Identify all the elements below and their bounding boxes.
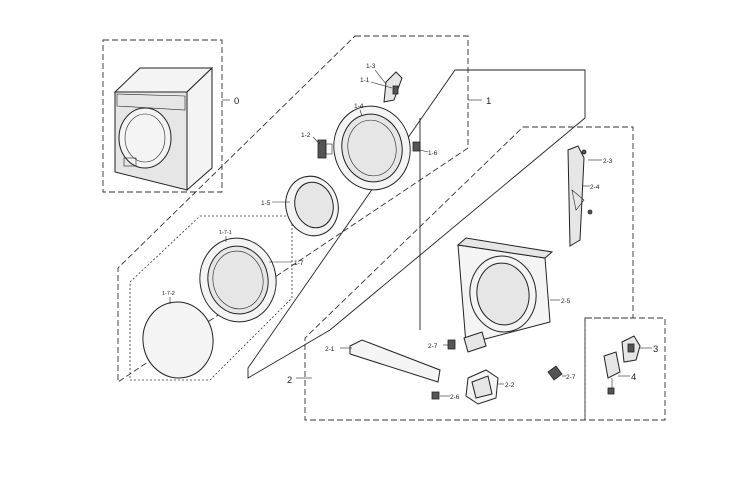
callout-1-3: 1-3 bbox=[366, 63, 376, 70]
door-lock-part-4 bbox=[603, 351, 621, 395]
callout-1-6: 1-6 bbox=[428, 150, 438, 157]
latch-part bbox=[383, 71, 403, 103]
callout-1-4: 1-4 bbox=[354, 103, 364, 110]
box-1 bbox=[117, 35, 469, 383]
bottom-trim bbox=[349, 339, 441, 383]
callout-2-6: 2-6 bbox=[450, 394, 460, 401]
leader-lines bbox=[169, 69, 652, 397]
door-frame-ring bbox=[333, 105, 411, 191]
callout-4: 4 bbox=[631, 372, 636, 383]
callout-1-2: 1-2 bbox=[301, 132, 311, 139]
door-outer-ring bbox=[199, 237, 277, 323]
callout-2-7-left: 2-7 bbox=[428, 343, 438, 350]
callout-1-7-1: 1-7-1 bbox=[219, 230, 232, 236]
door-glass bbox=[285, 175, 339, 237]
box-0 bbox=[102, 39, 223, 193]
door-glass-disc bbox=[142, 301, 214, 379]
callout-1-1: 1-1 bbox=[360, 77, 370, 84]
screw-2-3-bottom bbox=[587, 209, 593, 215]
callout-1: 1 bbox=[486, 96, 491, 107]
part-2-6 bbox=[431, 391, 440, 400]
part-2-7-left bbox=[447, 339, 456, 350]
callout-2-5: 2-5 bbox=[561, 298, 571, 305]
panel-latch bbox=[463, 331, 487, 353]
callout-2-4: 2-4 bbox=[590, 184, 600, 191]
door-lock-part-3 bbox=[621, 335, 641, 363]
box-2-dashed bbox=[304, 126, 634, 421]
callout-1-7: 1-7 bbox=[294, 260, 304, 267]
callout-1-7-2: 1-7-2 bbox=[162, 291, 175, 297]
callout-2-7-right: 2-7 bbox=[566, 374, 576, 381]
screw-2-3-top bbox=[581, 149, 587, 155]
callout-2-3: 2-3 bbox=[603, 158, 613, 165]
part-2-7-right bbox=[547, 365, 563, 381]
callout-0: 0 bbox=[234, 96, 239, 107]
box-3-4 bbox=[584, 317, 666, 421]
washer-unit bbox=[113, 66, 214, 192]
box-2-solid bbox=[247, 69, 586, 379]
front-panel bbox=[456, 237, 554, 345]
part-1-6 bbox=[412, 141, 421, 152]
callout-2-2: 2-2 bbox=[505, 382, 515, 389]
callout-1-5: 1-5 bbox=[261, 200, 271, 207]
callout-2: 2 bbox=[287, 375, 292, 386]
callout-3: 3 bbox=[653, 344, 658, 355]
hinge-part bbox=[317, 139, 333, 159]
side-bracket bbox=[567, 145, 585, 247]
callout-2-1: 2-1 bbox=[325, 346, 335, 353]
callout-labels: 0 1 1-3 1-1 1-4 1-2 1-6 1-5 1-7 1-7-1 1-… bbox=[162, 63, 658, 401]
filter-cover bbox=[465, 369, 499, 405]
